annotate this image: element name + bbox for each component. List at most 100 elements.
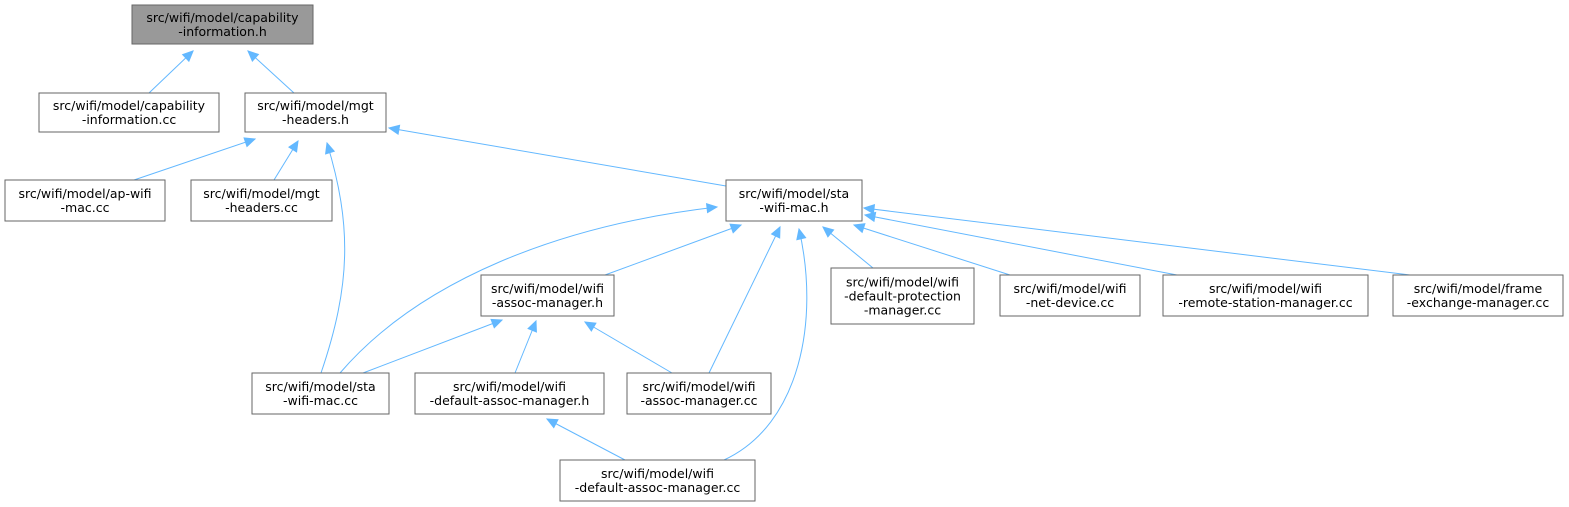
file-label-line: src/wifi/model/wifi — [1014, 281, 1127, 296]
file-node-n8[interactable]: src/wifi/model/wifi-net-device.cc — [999, 274, 1141, 317]
edge-line — [822, 226, 874, 269]
edge-line — [853, 224, 1011, 276]
file-node-n11[interactable]: src/wifi/model/sta-wifi-mac.cc — [251, 372, 390, 415]
file-label-line: src/wifi/model/wifi — [643, 379, 756, 394]
file-label-line: -information.h — [178, 24, 267, 39]
file-node-n14[interactable]: src/wifi/model/wifi-default-assoc-manage… — [559, 459, 756, 502]
edge-line — [604, 224, 742, 276]
arrowhead — [705, 202, 719, 214]
file-box — [38, 92, 220, 133]
file-label-line: -mac.cc — [61, 200, 110, 215]
edge-n11-n6 — [362, 318, 504, 374]
file-box — [480, 274, 615, 317]
edge-n14-n12 — [545, 418, 626, 461]
file-node-n4[interactable]: src/wifi/model/mgt-headers.cc — [190, 179, 333, 222]
file-label-line: src/wifi/model/capability — [146, 10, 299, 25]
edge-line — [388, 127, 727, 187]
arrowhead — [862, 204, 876, 215]
file-node-n5[interactable]: src/wifi/model/sta-wifi-mac.h — [725, 179, 863, 222]
edge-n4-n2 — [273, 139, 299, 181]
file-label-line: -headers.cc — [225, 200, 298, 215]
file-label-line: -assoc-manager.cc — [641, 393, 758, 408]
edge-line — [339, 206, 718, 374]
file-label-line: src/wifi/model/sta — [739, 186, 849, 201]
file-label-line: src/wifi/model/capability — [53, 98, 206, 113]
arrowhead — [181, 50, 194, 63]
file-label-line: src/wifi/model/wifi — [846, 275, 959, 290]
arrowhead — [243, 137, 257, 148]
edge-line — [133, 138, 256, 181]
edge-line — [863, 207, 1411, 276]
edge-line — [864, 214, 1178, 276]
file-box — [244, 92, 387, 133]
edge-line — [546, 418, 626, 461]
edge-n14-n5 — [723, 227, 808, 461]
file-label-line: src/wifi/model/wifi — [491, 281, 604, 296]
file-box — [414, 372, 605, 415]
arrowhead — [288, 139, 299, 153]
edge-n6-n5 — [604, 223, 743, 276]
file-label-line: -default-assoc-manager.h — [430, 393, 590, 408]
edge-n13-n6 — [583, 321, 673, 374]
file-box — [830, 267, 975, 325]
arrowhead — [729, 223, 743, 234]
file-node-n3[interactable]: src/wifi/model/ap-wifi-mac.cc — [4, 179, 166, 222]
arrowhead — [545, 418, 559, 429]
edge-n11-n5 — [339, 202, 719, 374]
file-box — [190, 179, 333, 222]
file-node-n12[interactable]: src/wifi/model/wifi-default-assoc-manage… — [414, 372, 605, 415]
arrowhead — [325, 141, 336, 155]
edge-n12-n6 — [514, 319, 537, 374]
file-box — [559, 459, 756, 502]
file-node-n10[interactable]: src/wifi/model/frame-exchange-manager.cc — [1392, 274, 1564, 317]
file-node-n2[interactable]: src/wifi/model/mgt-headers.h — [244, 92, 387, 133]
edge-n9-n5 — [863, 211, 1178, 276]
arrowhead — [583, 321, 597, 332]
arrowhead — [796, 227, 807, 241]
edge-n11-n2 — [320, 141, 346, 374]
nodes-layer: src/wifi/model/capability-information.hs… — [4, 4, 1564, 502]
file-box — [251, 372, 390, 415]
file-node-n7[interactable]: src/wifi/model/wifi-default-protection-m… — [830, 267, 975, 325]
edge-n8-n5 — [852, 223, 1011, 276]
file-node-n0: src/wifi/model/capability-information.h — [131, 4, 314, 45]
edge-n3-n2 — [133, 137, 257, 181]
file-label-line: -default-assoc-manager.cc — [575, 480, 741, 495]
file-label-line: src/wifi/model/wifi — [601, 466, 714, 481]
edge-line — [708, 226, 781, 374]
file-box — [1392, 274, 1564, 317]
edge-line — [320, 142, 346, 374]
arrowhead — [852, 223, 866, 234]
arrowhead — [863, 211, 877, 223]
file-node-n6[interactable]: src/wifi/model/wifi-assoc-manager.h — [480, 274, 615, 317]
edge-n5-n2 — [387, 124, 727, 187]
arrowhead — [247, 50, 260, 62]
file-node-n13[interactable]: src/wifi/model/wifi-assoc-manager.cc — [626, 372, 772, 415]
file-label-line: src/wifi/model/frame — [1414, 281, 1543, 296]
file-box — [725, 179, 863, 222]
file-label-line: -assoc-manager.h — [492, 295, 603, 310]
file-label-line: src/wifi/model/mgt — [203, 186, 319, 201]
edge-n1-n0 — [148, 50, 194, 94]
edge-n10-n5 — [862, 204, 1411, 276]
arrowhead — [387, 124, 401, 135]
edge-line — [362, 319, 503, 374]
arrowhead — [822, 226, 835, 238]
file-label-line: src/wifi/model/sta — [265, 379, 375, 394]
root-file-box — [131, 4, 314, 45]
file-label-line: -wifi-mac.cc — [283, 393, 358, 408]
file-label-line: -default-protection — [844, 289, 961, 304]
file-label-line: -manager.cc — [864, 303, 941, 318]
edge-line — [584, 321, 673, 374]
file-label-line: -net-device.cc — [1026, 295, 1114, 310]
file-node-n1[interactable]: src/wifi/model/capability-information.cc — [38, 92, 220, 133]
file-label-line: src/wifi/model/mgt — [257, 98, 373, 113]
edge-n2-n0 — [247, 50, 295, 94]
file-node-n9[interactable]: src/wifi/model/wifi-remote-station-manag… — [1162, 274, 1369, 317]
file-label-line: src/wifi/model/wifi — [1209, 281, 1322, 296]
file-label-line: -information.cc — [82, 112, 177, 127]
file-label-line: -wifi-mac.h — [759, 200, 828, 215]
file-label-line: -exchange-manager.cc — [1407, 295, 1550, 310]
file-label-line: src/wifi/model/wifi — [453, 379, 566, 394]
